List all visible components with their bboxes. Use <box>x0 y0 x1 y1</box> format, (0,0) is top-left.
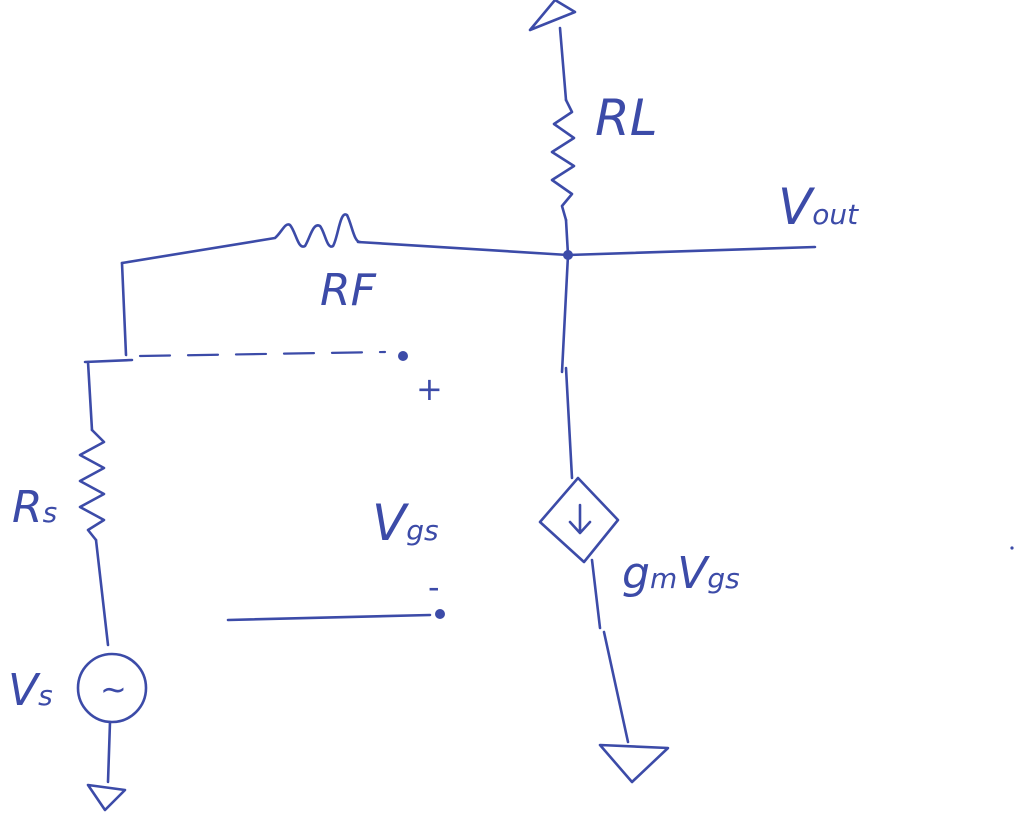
rl-resistor <box>550 98 576 222</box>
rf-left-wire <box>120 261 128 357</box>
supply-wire <box>558 26 568 102</box>
ac-source <box>76 652 148 724</box>
rf-resistor <box>120 213 362 265</box>
rs-top-wire <box>86 360 94 432</box>
vout-label: Vout <box>778 178 859 236</box>
rs-to-source-wire <box>94 538 110 647</box>
minus-sign: - <box>428 568 440 606</box>
source-terminal-dot <box>435 609 445 619</box>
stray-mark <box>1010 546 1014 550</box>
input-node-wire <box>83 358 134 364</box>
rl-to-node-wire <box>564 218 570 257</box>
drain-lower-wire <box>564 366 574 480</box>
rf-label: RF <box>320 265 377 316</box>
drain-upper-wire <box>560 253 570 374</box>
gate-terminal-dot <box>398 351 408 361</box>
drain-ground-wire-b <box>602 630 630 744</box>
output-wire <box>356 240 817 257</box>
plus-sign: + <box>416 370 443 408</box>
vgs-label: Vgs <box>372 494 439 552</box>
top-rail-symbol <box>528 0 577 32</box>
source-ground-symbol <box>86 783 127 812</box>
source-ground-wire <box>106 720 112 784</box>
gate-dashed-line <box>138 350 387 358</box>
ac-symbol-icon: ~ <box>100 670 127 708</box>
drain-ground-wire-a <box>590 558 602 630</box>
source-terminal-wire <box>226 613 432 622</box>
gmvgs-label: gmVgs <box>622 548 740 599</box>
drain-ground-symbol <box>598 743 670 784</box>
dependent-current-source <box>538 476 620 564</box>
rs-label: Rs <box>12 482 57 533</box>
rl-label: RL <box>595 89 658 147</box>
current-arrow-icon <box>568 503 592 535</box>
rs-resistor <box>78 428 106 542</box>
vs-label: Vs <box>8 665 53 716</box>
